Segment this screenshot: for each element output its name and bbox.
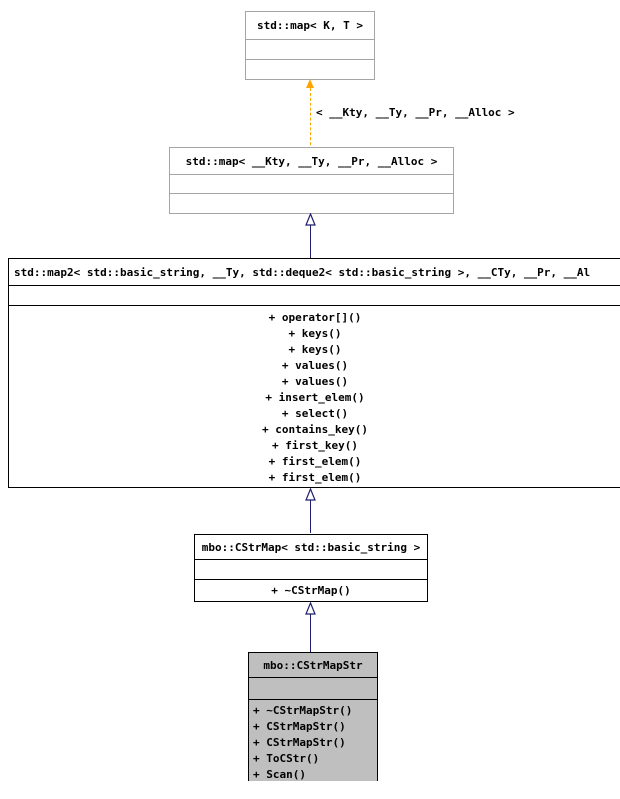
class-operations-std-map2: + operator[]() + keys() + keys() + value… bbox=[9, 306, 620, 488]
class-attributes-std-map-k-t bbox=[246, 40, 374, 59]
class-operations-mbo-cstrmapstr: + ~CStrMapStr() + CStrMapStr() + CStrMap… bbox=[249, 700, 377, 781]
class-title-mbo-cstrmap: mbo::CStrMap< std::basic_string > bbox=[201, 540, 421, 554]
class-operations-std-map-k-t bbox=[246, 60, 374, 80]
operation-item: + keys() bbox=[288, 343, 342, 356]
class-operations-mbo-cstrmap: + ~CStrMap() bbox=[195, 580, 427, 602]
operation-item: + contains_key() bbox=[262, 423, 368, 436]
operation-item: + CStrMapStr() bbox=[253, 720, 346, 733]
edge-inherit-map2-arrowhead bbox=[305, 213, 316, 226]
operation-item: + ToCStr() bbox=[253, 752, 320, 765]
class-attributes-mbo-cstrmap bbox=[195, 560, 427, 579]
operation-item: + values() bbox=[281, 359, 349, 372]
class-separator bbox=[249, 677, 377, 678]
class-node-mbo-cstrmap[interactable]: mbo::CStrMap< std::basic_string > + ~CSt… bbox=[194, 534, 428, 602]
class-separator bbox=[249, 699, 377, 700]
class-node-std-map2[interactable]: std::map2< std::basic_string, __Ty, std:… bbox=[8, 258, 620, 488]
edge-inherit-map2-line bbox=[310, 224, 311, 258]
operation-item: + ~CStrMapStr() bbox=[253, 704, 353, 717]
edge-inherit-cstrmapstr-arrowhead bbox=[305, 602, 316, 615]
edge-inherit-cstrmapstr-line bbox=[310, 613, 311, 652]
class-separator bbox=[195, 559, 427, 560]
class-node-std-map-k-t[interactable]: std::map< K, T > bbox=[245, 11, 375, 80]
operation-item: + keys() bbox=[288, 327, 342, 340]
operation-item: + first_elem() bbox=[268, 455, 362, 468]
class-title-std-map-kty: std::map< __Kty, __Ty, __Pr, __Alloc > bbox=[185, 154, 438, 168]
operation-item: + first_elem() bbox=[268, 471, 362, 484]
operation-item: + Scan() bbox=[253, 768, 306, 781]
operation-item: + values() bbox=[281, 375, 349, 388]
class-separator bbox=[170, 174, 453, 175]
class-title-mbo-cstrmapstr: mbo::CStrMapStr bbox=[249, 653, 377, 677]
edge-template-instantiation-arrowhead bbox=[306, 79, 314, 88]
class-title-std-map2: std::map2< std::basic_string, __Ty, std:… bbox=[14, 265, 591, 279]
class-separator bbox=[9, 285, 620, 286]
class-title-std-map-k-t: std::map< K, T > bbox=[257, 19, 363, 32]
operation-item: + insert_elem() bbox=[265, 391, 365, 404]
operation-item: + CStrMapStr() bbox=[253, 736, 346, 749]
class-node-std-map-kty[interactable]: std::map< __Kty, __Ty, __Pr, __Alloc > bbox=[169, 147, 454, 214]
edge-inherit-cstrmap-line bbox=[310, 499, 311, 533]
class-separator bbox=[9, 305, 620, 306]
edge-inherit-cstrmap-arrowhead bbox=[305, 488, 316, 501]
operation-item: + first_key() bbox=[271, 439, 359, 452]
class-separator bbox=[170, 193, 453, 194]
class-attributes-std-map-kty bbox=[170, 175, 453, 193]
class-attributes-mbo-cstrmapstr bbox=[249, 678, 377, 699]
operation-item: + ~CStrMap() bbox=[271, 584, 351, 597]
operation-item: + select() bbox=[281, 407, 349, 420]
operation-item: + operator[]() bbox=[268, 311, 362, 324]
edge-template-instantiation-line bbox=[310, 88, 311, 150]
class-separator bbox=[246, 39, 374, 40]
class-node-mbo-cstrmapstr[interactable]: mbo::CStrMapStr + ~CStrMapStr() + CStrMa… bbox=[248, 652, 378, 781]
class-operations-std-map-kty bbox=[170, 194, 453, 213]
class-separator bbox=[195, 579, 427, 580]
edge-template-instantiation-label: < __Kty, __Ty, __Pr, __Alloc > bbox=[316, 106, 515, 119]
class-attributes-std-map2 bbox=[9, 286, 620, 305]
class-separator bbox=[246, 59, 374, 60]
